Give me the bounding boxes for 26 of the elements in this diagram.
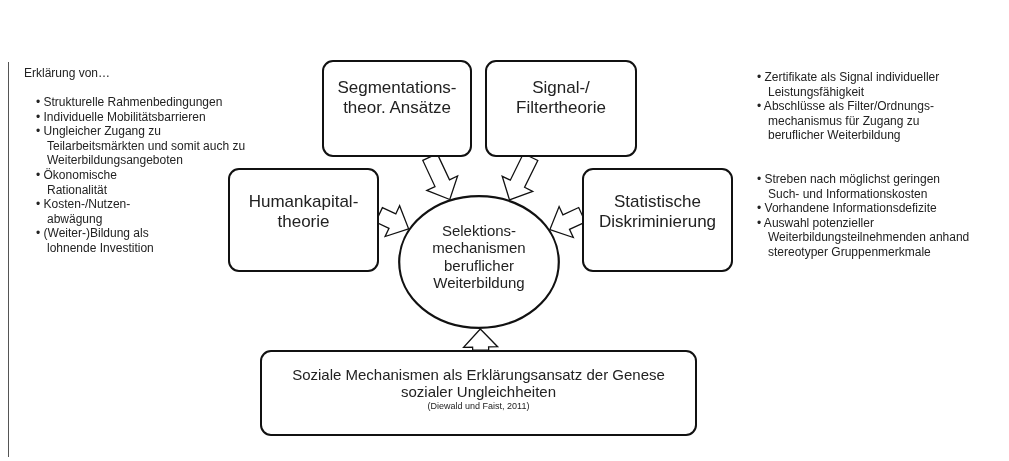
bullet-item: • Zertifikate als Signal individueller Leistungsfähigkeit: [757, 70, 941, 99]
bullet-item: • (Weiter-)Bildung als lohnende Investition: [36, 226, 155, 255]
bullet-item: • Auswahl potenzieller Weiterbildungsteilnehmenden anhand stereotyper Gruppenmerkmale: [757, 215, 971, 259]
theory-box: [322, 60, 472, 157]
block-arrow: [462, 328, 500, 351]
bullet-item: • Individuelle Mobilitätsbarrieren: [36, 109, 207, 124]
theory-box: [582, 168, 733, 272]
bullet-item: • Streben nach möglichst geringen Such- und Informationskosten: [757, 172, 941, 201]
bullet-item: • Vorhandene Informationsdefizite: [757, 201, 938, 216]
citation-text: (Diewald und Faist, 2011): [426, 400, 531, 413]
theory-box: [228, 168, 379, 272]
node-text: Segmentations- theor. Ansätze: [336, 78, 458, 118]
node-text: Selektions- mechanismen beruflicher Weiterbildung: [431, 222, 527, 291]
heading-text: Erklärung von…: [24, 66, 112, 81]
theory-box: [485, 60, 637, 157]
bullet-item: • Ungleicher Zugang zu Teilarbeitsmärkten und somit auch zu Weiterbildungsangeboten: [36, 124, 247, 168]
foundation-box: [260, 350, 697, 436]
bullet-item: • Ökonomische Rationalität: [36, 168, 118, 197]
central-ellipse: [398, 195, 560, 329]
bullet-item: • Strukturelle Rahmenbedingungen: [36, 95, 224, 110]
bullet-item: • Kosten-/Nutzen- abwägung: [36, 197, 132, 226]
node-text: Signal-/ Filtertheorie: [515, 78, 607, 118]
node-text: Statistische Diskriminierung: [597, 192, 718, 232]
node-text: Soziale Mechanismen als Erklärungsansatz der Genese sozialer Ungleichheiten: [291, 366, 666, 401]
bullet-item: • Abschlüsse als Filter/Ordnungs- mechanismus für Zugang zu beruflicher Weiterbildung: [757, 99, 935, 143]
node-text: Humankapital- theorie: [247, 192, 360, 232]
